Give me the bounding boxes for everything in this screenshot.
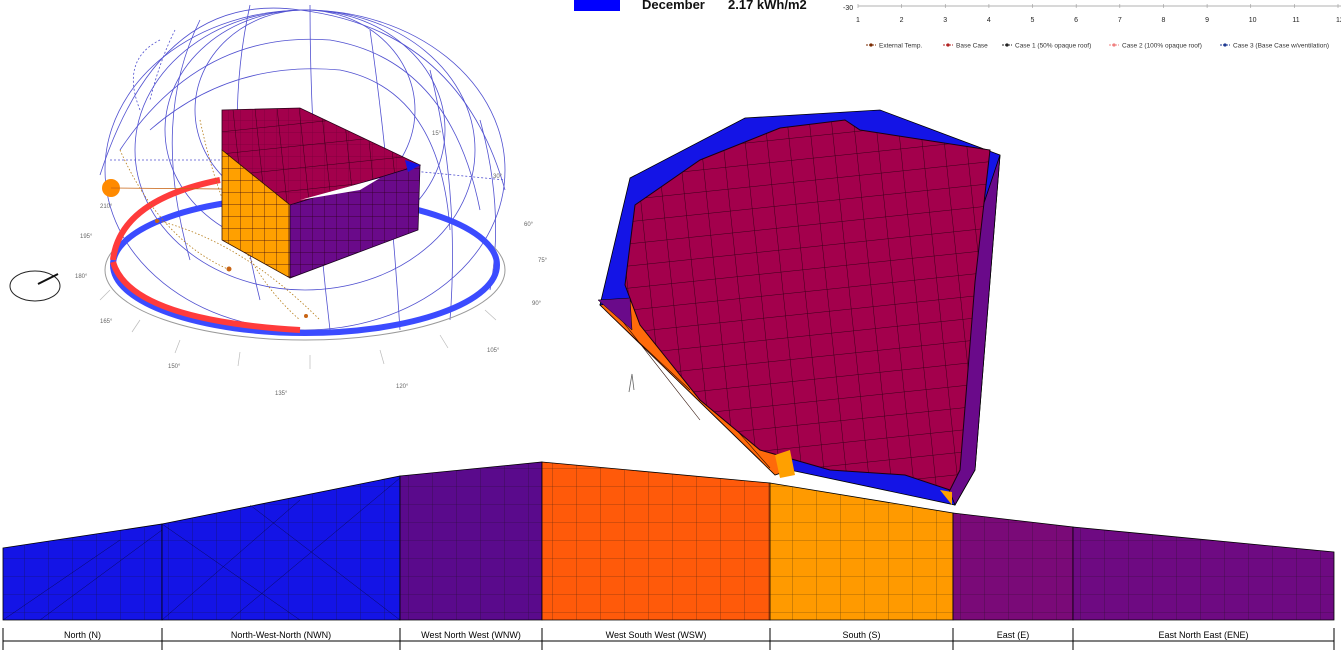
chart-legend-item: External Temp.	[879, 43, 922, 50]
chart-legend-marker	[869, 43, 873, 47]
building-model	[221, 107, 422, 279]
building-top-view	[597, 109, 1001, 506]
chart-x-tick-label: 3	[943, 17, 947, 24]
north-arrow-icon	[628, 373, 635, 393]
chart-x-tick-label: 5	[1031, 17, 1035, 24]
chart-legend: External Temp. Base Case Case 1 (50% opaqu…	[866, 43, 1329, 50]
strip-direction-label: South (S)	[842, 630, 880, 640]
radiation-legend-swatch	[574, 0, 620, 11]
sun-path-angle-label: 210°	[100, 204, 113, 210]
sun-path-angle-label: 135°	[275, 391, 288, 397]
chart-x-tick-label: 10	[1249, 17, 1257, 24]
chart-x-tick-label: 1	[856, 17, 860, 24]
sun-path-angle-label: 30°	[493, 174, 503, 180]
chart-x-tick-label: 7	[1118, 17, 1122, 24]
chart-legend-marker	[1112, 43, 1116, 47]
sun-path-angle-label: 60°	[524, 222, 534, 228]
sunpath-red-arc	[110, 177, 301, 333]
strip-direction-label: East North East (ENE)	[1158, 630, 1248, 640]
chart-legend-marker	[1005, 43, 1009, 47]
radiation-legend-value: 2.17 kWh/m2	[728, 0, 807, 12]
strip-direction-label: North (N)	[64, 630, 101, 640]
chart-x-tick-label: 6	[1074, 17, 1078, 24]
radiation-legend-month: December	[642, 0, 705, 12]
sun-path-angle-label: 15°	[432, 131, 442, 137]
chart-y-min-label: -30	[843, 5, 853, 12]
strip-separators	[2, 628, 1335, 650]
sun-path-angle-label: 75°	[538, 258, 548, 264]
chart-legend-item: Base Case	[956, 43, 988, 50]
chart-x-tick-label: 11	[1292, 17, 1299, 24]
elevation-strip: North (N) North-West-North (NWN) West Nort…	[2, 461, 1335, 650]
top-view-roof	[624, 119, 991, 491]
sun-path-angle-label: 180°	[75, 274, 88, 280]
strip-direction-label: East (E)	[997, 630, 1030, 640]
chart-legend-item: Case 2 (100% opaque roof)	[1122, 43, 1202, 50]
chart-x-tick-label: 12	[1336, 17, 1341, 24]
sun-path-angle-label: 165°	[100, 319, 113, 325]
sun-path-diagram: 15° 30° 60° 75° 90° 105° 120° 135° 150° 165° 180° 1…	[75, 4, 548, 397]
sun-path-angle-label: 105°	[487, 348, 500, 354]
chart-legend-marker	[946, 43, 950, 47]
chart-legend-item: Case 3 (Base Case w/ventilation)	[1233, 43, 1329, 50]
chart-x-tick-label: 8	[1161, 17, 1165, 24]
chart-x-tick-label: 9	[1205, 17, 1209, 24]
chart-legend-item: Case 1 (50% opaque roof)	[1015, 43, 1091, 50]
chart-x-tick-label: 4	[987, 17, 991, 24]
sun-path-angle-labels: 15° 30° 60° 75° 90° 105° 120° 135° 150° 165° 180° 1…	[75, 131, 548, 397]
compass-icon	[9, 270, 61, 302]
sun-path-angle-label: 90°	[532, 301, 542, 307]
strip-direction-labels: North (N) North-West-North (NWN) West Nort…	[64, 630, 1249, 640]
strip-direction-label: West South West (WSW)	[606, 630, 707, 640]
sun-path-angle-label: 150°	[168, 364, 181, 370]
chart-legend-marker	[1223, 43, 1227, 47]
strip-direction-label: North-West-North (NWN)	[231, 630, 331, 640]
radiation-legend: December 2.17 kWh/m2	[574, 0, 807, 12]
chart-x-tick-label: 2	[900, 17, 904, 24]
sun-path-angle-label: 195°	[80, 234, 93, 240]
chart-x-ticks: 123456789101112	[856, 4, 1341, 24]
sun-path-angle-label: 120°	[396, 384, 409, 390]
temperature-chart: -30 123456789101112 External Temp.Base C…	[843, 4, 1341, 50]
strip-direction-label: West North West (WNW)	[421, 630, 521, 640]
